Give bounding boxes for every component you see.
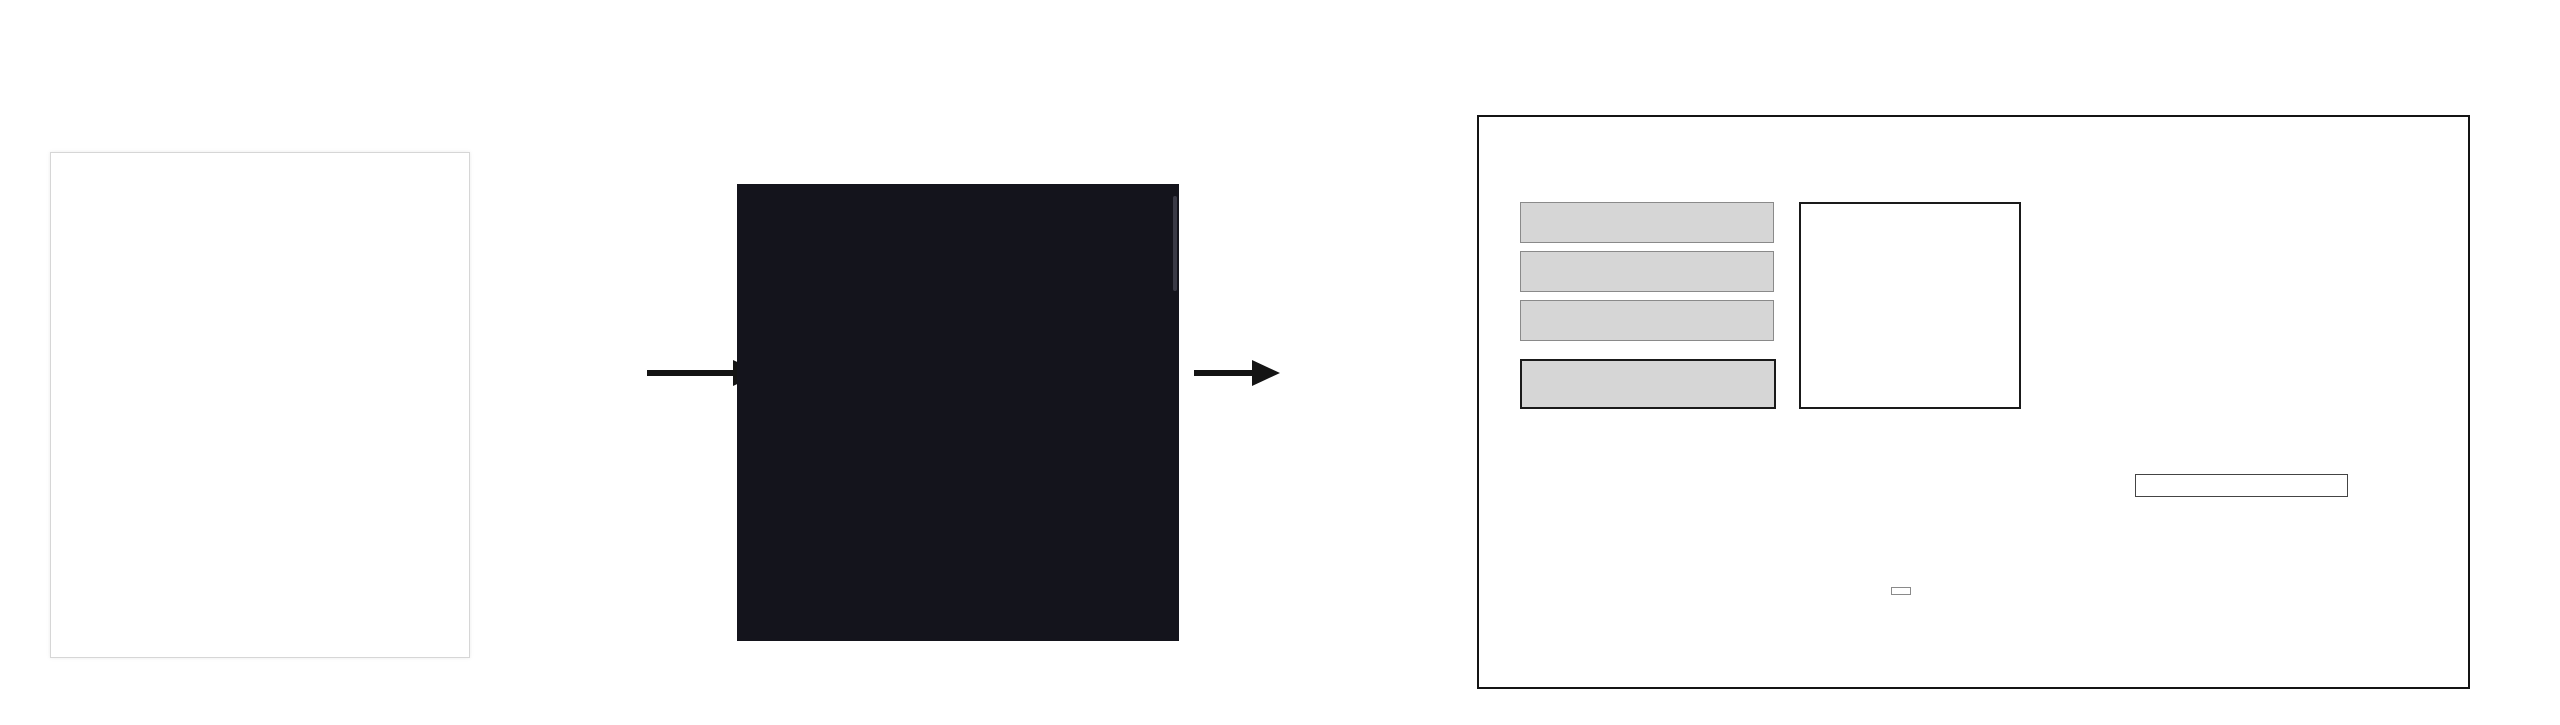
code-scrollbar[interactable] bbox=[1173, 196, 1177, 291]
code-editor bbox=[737, 184, 1179, 641]
gui-window bbox=[1477, 115, 2470, 689]
parameter-input-3[interactable] bbox=[1520, 300, 1774, 341]
parameter-input-2[interactable] bbox=[1520, 251, 1774, 292]
parameter-input-1[interactable] bbox=[1520, 202, 1774, 243]
flow-arrow-2 bbox=[1194, 360, 1280, 386]
paths-legend bbox=[1891, 587, 1911, 595]
colorbar-gradient bbox=[2135, 474, 2348, 497]
run-simulation-button[interactable] bbox=[1520, 359, 1776, 409]
gui-output-chart bbox=[2112, 485, 2432, 665]
received-signal-chart bbox=[1504, 462, 2079, 672]
draw-vessel-network-button[interactable] bbox=[1799, 202, 2021, 409]
paper-thumbnail bbox=[50, 152, 470, 658]
paper-body bbox=[73, 176, 447, 178]
vessel-network-graph bbox=[2024, 125, 2464, 440]
